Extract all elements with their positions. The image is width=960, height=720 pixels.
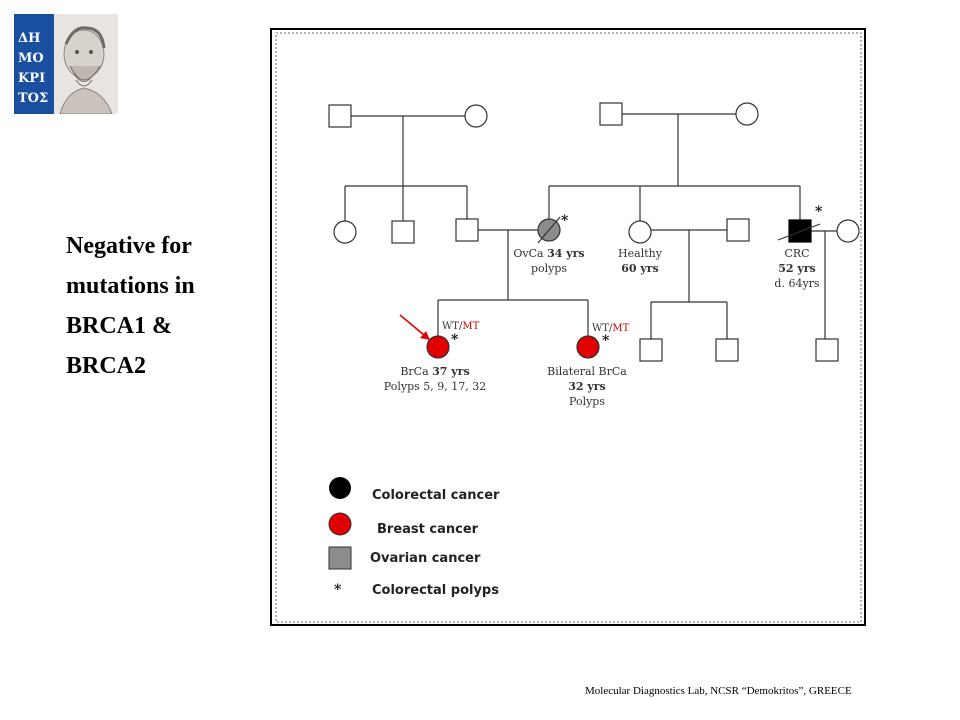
legend-breast-symbol: [328, 512, 352, 536]
polyp-marker-proband: *: [451, 332, 459, 348]
polyp-marker-sibling: *: [602, 333, 610, 349]
sibling-circle: [576, 335, 600, 359]
sibling-genotype: WT/MT: [592, 323, 630, 334]
father-square: [455, 218, 479, 242]
ovca-label: OvCa 34 yrs: [513, 247, 584, 260]
crc-age: 52 yrs: [778, 262, 816, 275]
figure-inner-border: [275, 32, 862, 623]
legend-ovarian-symbol: [328, 546, 352, 570]
heading-line-2: mutations in: [66, 273, 195, 299]
ovca-note: polyps: [531, 262, 567, 275]
cousin-square-3: [815, 338, 839, 362]
legend-polyp-symbol: *: [334, 582, 342, 598]
heading-line-4: BRCA2: [66, 353, 147, 379]
grandfather-maternal-square: [599, 102, 623, 126]
healthy-aunt-spouse-square: [726, 218, 750, 242]
crc-deceased-slash: [777, 223, 821, 241]
logo-text-3: ΚΡΙ: [18, 71, 45, 86]
polyp-marker-ovca: *: [561, 213, 569, 229]
legend-ovarian-label: Ovarian cancer: [370, 551, 481, 566]
aunt-circle: [333, 220, 357, 244]
logo-image: ΔΗ ΜΟ ΚΡΙ ΤΟΣ: [14, 14, 118, 114]
pedigree-svg: * OvCa 34 yrs polyps Healthy 60 yrs * CR…: [270, 28, 866, 626]
uncle-square: [391, 220, 415, 244]
pedigree-figure: * OvCa 34 yrs polyps Healthy 60 yrs * CR…: [270, 28, 866, 626]
proband-circle: [426, 335, 450, 359]
legend-polyp-label: Colorectal polyps: [372, 583, 499, 598]
sibling-age: 32 yrs: [568, 380, 606, 393]
demokritos-logo: ΔΗ ΜΟ ΚΡΙ ΤΟΣ: [14, 14, 118, 114]
cousin-square-2: [715, 338, 739, 362]
healthy-age: 60 yrs: [621, 262, 659, 275]
crc-label: CRC: [784, 247, 809, 260]
logo-text-2: ΜΟ: [18, 51, 44, 66]
proband-arrowhead: [420, 331, 430, 340]
logo-text-4: ΤΟΣ: [18, 91, 48, 106]
heading-line-3: BRCA1 &: [66, 313, 172, 339]
legend: Colorectal cancer Breast cancer Ovarian …: [328, 477, 500, 598]
pedigree-lines: [344, 113, 837, 339]
grandmother-paternal-circle: [464, 104, 488, 128]
grandmother-maternal-circle: [735, 102, 759, 126]
deceased-slash: [537, 216, 561, 244]
heading-line-1: Negative for: [66, 233, 192, 259]
footer-credit: Molecular Diagnostics Lab, NCSR “Demokri…: [585, 685, 852, 697]
proband-genotype: WT/MT: [442, 321, 480, 332]
sibling-note: Polyps: [569, 395, 605, 408]
mutation-status-heading: Negative for mutations in BRCA1 & BRCA2: [66, 226, 266, 386]
legend-colorectal-label: Colorectal cancer: [372, 488, 500, 503]
grandfather-paternal-square: [328, 104, 352, 128]
logo-text-1: ΔΗ: [18, 31, 40, 46]
legend-colorectal-symbol: [329, 477, 351, 499]
polyp-marker-crc: *: [815, 204, 823, 220]
healthy-label: Healthy: [618, 247, 663, 260]
legend-breast-label: Breast cancer: [377, 522, 479, 537]
sibling-label: Bilateral BrCa: [547, 365, 627, 378]
proband-label: BrCa 37 yrs: [400, 365, 469, 378]
cousin-square-1: [639, 338, 663, 362]
crc-death: d. 64yrs: [774, 277, 820, 290]
healthy-aunt-circle: [628, 220, 652, 244]
crc-spouse-circle: [836, 219, 860, 243]
figure-border: [270, 28, 866, 626]
proband-note: Polyps 5, 9, 17, 32: [384, 380, 486, 393]
